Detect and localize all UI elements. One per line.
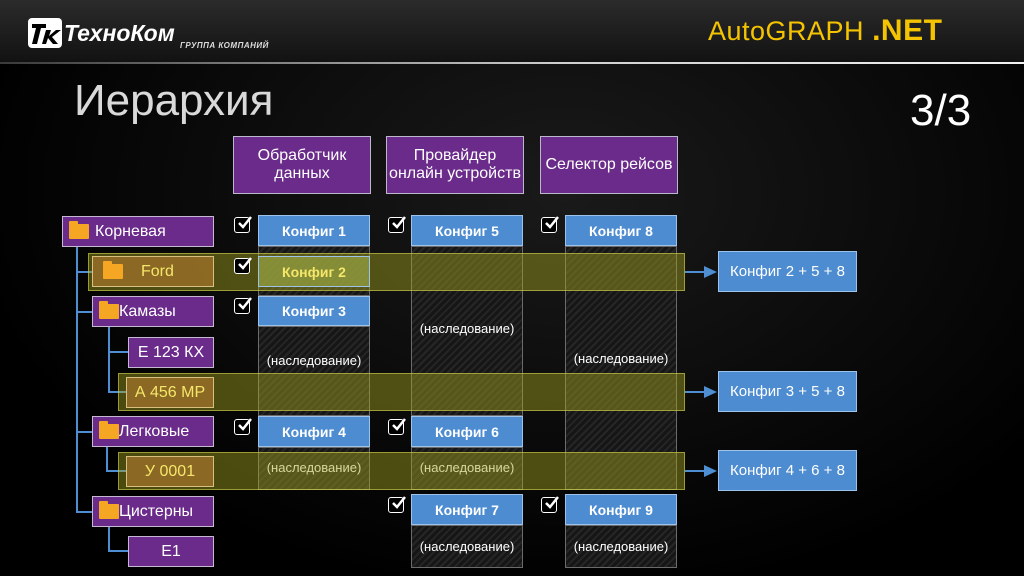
- page-indicator: 3/3: [910, 86, 972, 135]
- inheritance-label: (наследование): [419, 460, 515, 475]
- folder-icon: [99, 421, 119, 439]
- column-2-inherit-area-c: [411, 525, 523, 568]
- page-title: Иерархия: [74, 76, 274, 125]
- result-box-u0001: Конфиг 4 + 6 + 8: [718, 450, 857, 491]
- column-header-online-provider: Провайдер онлайн устройств: [386, 136, 524, 194]
- tree-node-root[interactable]: Корневая: [62, 216, 214, 247]
- arrow-right-icon: [704, 266, 717, 278]
- arrow-right-icon: [704, 386, 717, 398]
- tree-node-label: Цистерны: [119, 502, 194, 520]
- tree-node-label: Камазы: [119, 302, 176, 320]
- column-header-trip-selector: Селектор рейсов: [540, 136, 678, 194]
- tree-connector: [76, 246, 78, 512]
- header-bar: [0, 0, 1024, 62]
- tree-connector: [108, 526, 110, 552]
- config-box-1: Конфиг 1: [258, 215, 370, 246]
- tree-connector: [106, 470, 126, 472]
- config-box-7: Конфиг 7: [411, 494, 523, 525]
- inheritance-label: (наследование): [266, 353, 362, 368]
- tree-connector: [76, 511, 92, 513]
- checkbox-checked-icon[interactable]: [234, 257, 252, 274]
- folder-icon: [103, 261, 123, 279]
- inheritance-label: (наследование): [419, 321, 515, 336]
- checkbox-checked-icon[interactable]: [388, 496, 406, 513]
- inheritance-label: (наследование): [419, 539, 515, 554]
- config-box-5: Конфиг 5: [411, 215, 523, 246]
- column-header-data-handler: Обработчик данных: [233, 136, 371, 194]
- inheritance-label: (наследование): [266, 460, 362, 475]
- checkbox-checked-icon[interactable]: [541, 496, 559, 513]
- config-box-2: Конфиг 2: [258, 256, 370, 287]
- column-3-inherit-area-b: [565, 525, 677, 568]
- brand-suffix: .NET: [872, 14, 943, 47]
- tree-connector: [76, 271, 92, 273]
- tree-node-label: У 0001: [144, 462, 196, 480]
- folder-icon: [99, 301, 119, 319]
- config-box-9: Конфиг 9: [565, 494, 677, 525]
- tree-connector: [76, 431, 92, 433]
- folder-icon: [69, 221, 89, 239]
- tree-node-a456[interactable]: А 456 МР: [126, 377, 214, 408]
- config-box-6: Конфиг 6: [411, 416, 523, 447]
- result-box-a456: Конфиг 3 + 5 + 8: [718, 371, 857, 412]
- column-2-inherit-area-a: [411, 246, 523, 416]
- tree-connector: [76, 311, 92, 313]
- tree-node-label: Е1: [161, 542, 181, 560]
- tree-node-e123[interactable]: Е 123 КХ: [128, 337, 214, 368]
- inheritance-label: (наследование): [573, 351, 669, 366]
- result-box-ford: Конфиг 2 + 5 + 8: [718, 251, 857, 292]
- column-1-inherit-area-b: [258, 326, 370, 416]
- checkbox-checked-icon[interactable]: [388, 216, 406, 233]
- tree-node-label: Легковые: [119, 422, 190, 440]
- tree-node-label: А 456 МР: [134, 383, 206, 401]
- tree-node-kamaz[interactable]: Камазы: [92, 296, 214, 327]
- inheritance-label: (наследование): [573, 539, 669, 554]
- arrow-right-icon: [704, 465, 717, 477]
- tree-connector: [108, 351, 128, 353]
- checkbox-checked-icon[interactable]: [234, 216, 252, 233]
- config-box-3: Конфиг 3: [258, 296, 370, 326]
- tree-node-label: Ford: [141, 262, 174, 280]
- tree-node-label: Корневая: [95, 222, 166, 240]
- tree-connector: [108, 550, 128, 552]
- company-subtitle: ГРУППА КОМПАНИЙ: [180, 41, 269, 50]
- checkbox-checked-icon[interactable]: [388, 418, 406, 435]
- company-name: ТехноКом: [64, 20, 175, 46]
- config-box-8: Конфиг 8: [565, 215, 677, 246]
- tree-node-tanks[interactable]: Цистерны: [92, 496, 214, 527]
- tree-node-ford[interactable]: Ford: [92, 256, 214, 287]
- header-divider: [0, 62, 1024, 64]
- folder-icon: [99, 501, 119, 519]
- tree-node-e1[interactable]: Е1: [128, 536, 214, 567]
- checkbox-checked-icon[interactable]: [234, 297, 252, 314]
- tree-node-label: Е 123 КХ: [137, 343, 205, 361]
- tree-node-u0001[interactable]: У 0001: [126, 456, 214, 487]
- checkbox-checked-icon[interactable]: [234, 418, 252, 435]
- checkbox-checked-icon[interactable]: [541, 216, 559, 233]
- column-1-inherit-area-c: [258, 447, 370, 490]
- result-arrow-line: [685, 271, 707, 273]
- column-2-inherit-area-b: [411, 447, 523, 490]
- tree-connector: [106, 446, 108, 472]
- brand-prefix: AutoGRAPH: [708, 16, 865, 46]
- tree-node-light[interactable]: Легковые: [92, 416, 214, 447]
- tree-connector: [108, 391, 126, 393]
- tree-connector: [108, 326, 110, 393]
- result-arrow-line: [685, 391, 707, 393]
- tk-logo-icon: [28, 18, 62, 48]
- result-arrow-line: [685, 470, 707, 472]
- config-box-4: Конфиг 4: [258, 416, 370, 447]
- autograph-logo: AutoGRAPH .NET: [708, 14, 942, 48]
